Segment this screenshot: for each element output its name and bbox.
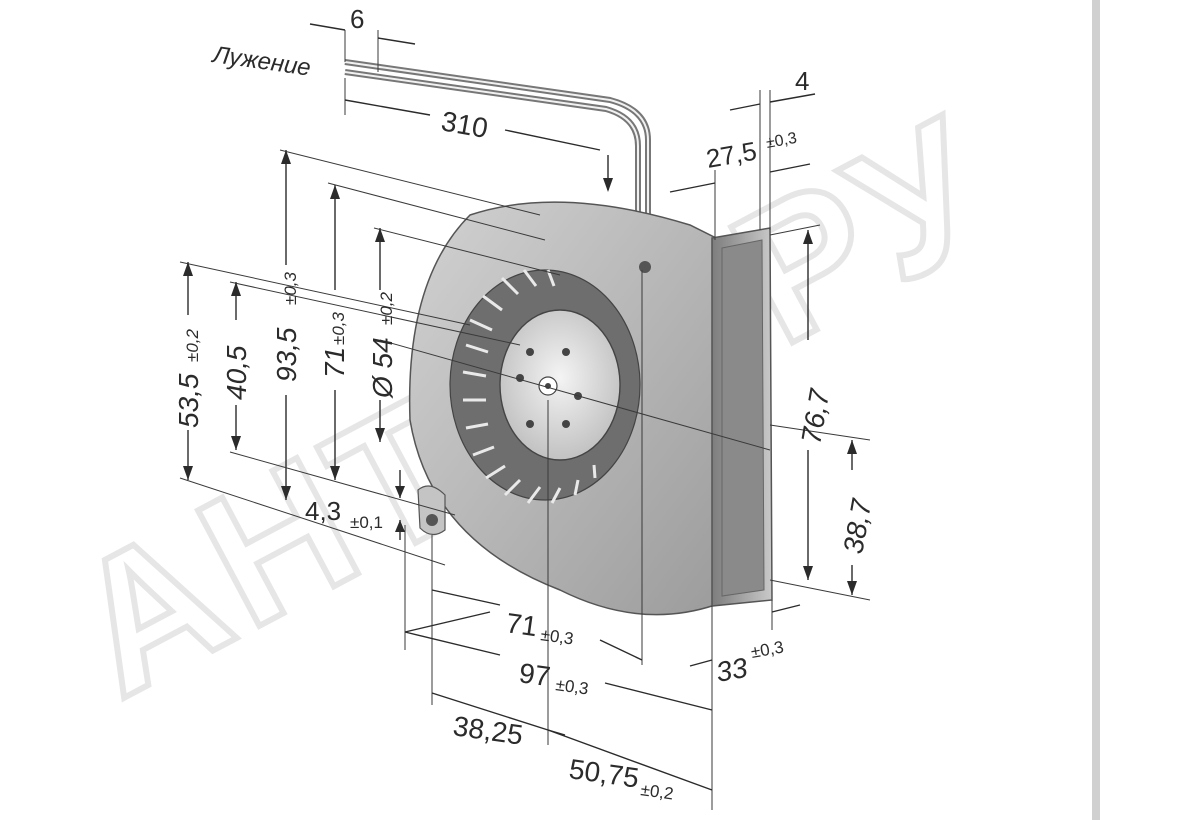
dim-diameter-tol: ±0,2	[377, 291, 396, 325]
dim-hole-tol: ±0,1	[350, 513, 383, 532]
dim-width-33-tol: ±0,3	[749, 638, 785, 662]
dim-width-97-tol: ±0,3	[554, 675, 589, 698]
wire-label: Лужение	[209, 41, 312, 82]
dim-flange-thk: 4	[795, 66, 809, 96]
dim-w-50-tol: ±0,2	[639, 780, 674, 803]
dim-height-total-tol: ±0,3	[281, 271, 300, 305]
hub	[499, 309, 621, 461]
dim-wire-length: 310	[439, 105, 490, 144]
right-border-strip	[1092, 0, 1100, 820]
dim-height-53: 53,5	[173, 373, 204, 428]
dim-height-total: 93,5	[271, 327, 302, 382]
dim-hole: 4,3	[305, 496, 341, 526]
dimension-lines	[179, 23, 871, 810]
dim-height-40: 40,5	[221, 345, 252, 400]
dim-height-71: 71	[319, 347, 350, 378]
dim-wire-strip: 6	[350, 4, 364, 34]
dim-outlet-depth: 27,5	[704, 136, 759, 174]
dim-w-38: 38,25	[451, 710, 525, 750]
dim-height-71-tol: ±0,3	[329, 311, 348, 345]
dim-outlet-low: 38,7	[837, 496, 877, 556]
dim-height-53-tol: ±0,2	[183, 328, 202, 362]
dim-width-71-tol: ±0,3	[539, 625, 574, 648]
dimension-arrows	[183, 150, 857, 595]
dim-width-97: 97	[517, 657, 552, 692]
dim-diameter: Ø 54	[367, 337, 398, 399]
impeller-blades	[462, 269, 597, 504]
dim-outlet-h: 76,7	[795, 386, 835, 446]
wire-bundle	[344, 59, 651, 218]
dim-outlet-depth-tol: ±0,3	[765, 130, 799, 152]
dim-width-33: 33	[714, 652, 750, 688]
dim-width-71: 71	[504, 607, 539, 642]
